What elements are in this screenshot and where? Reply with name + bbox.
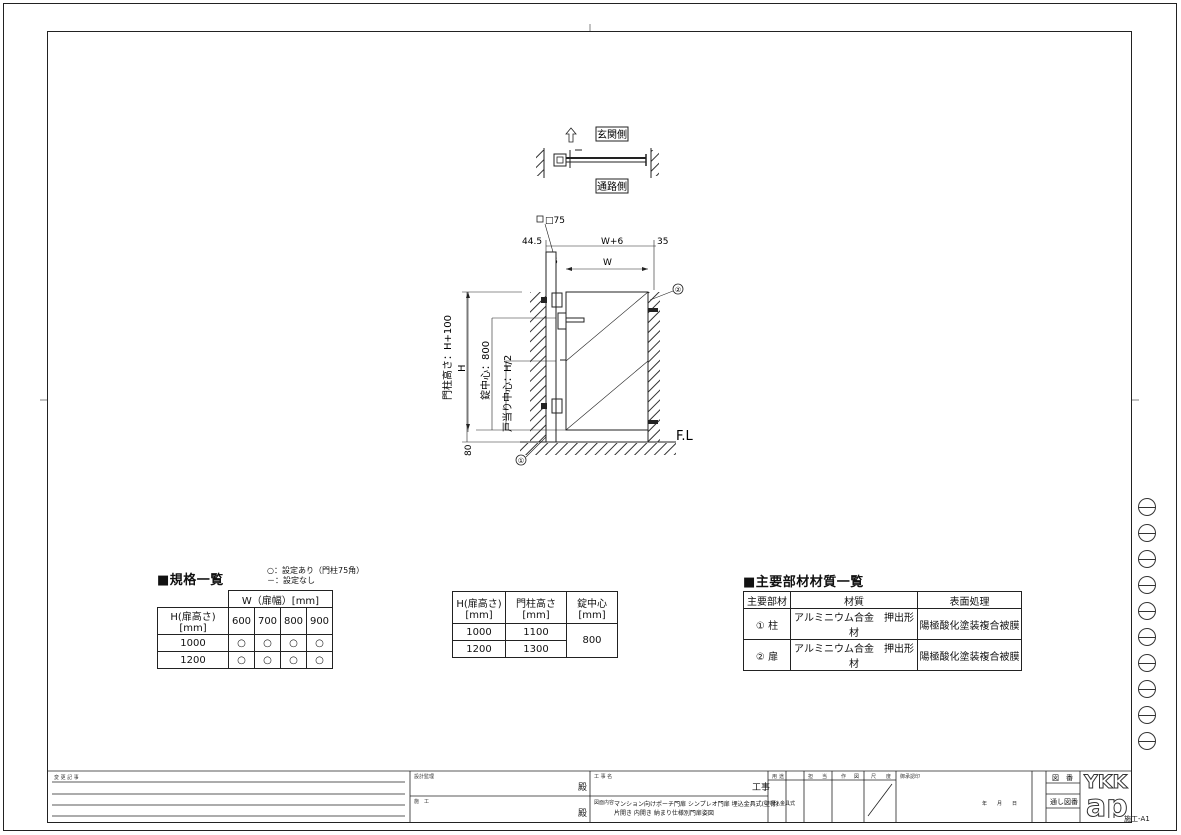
date-label: 年 月 日 (982, 801, 1018, 807)
dim-left: 44.5 (522, 237, 542, 247)
height-lock-cell: 800 (566, 623, 618, 658)
spec-h-cell: 1200 (157, 651, 229, 669)
drawing-content-2: 片開き 内開き 納まり仕様別門扉姿図 (614, 810, 714, 817)
approval-stamp-label: 御承認印 (900, 774, 921, 780)
spec-mark: ○ (280, 651, 307, 669)
type-label: 埋込金具式 (770, 801, 796, 807)
table-row: ① 柱 アルミニウム合金 押出形材 陽極酸化塗装複合被膜 (743, 608, 1022, 640)
spec-table-title: ■規格一覧 (157, 573, 224, 588)
height-h-cell: 1200 (452, 640, 506, 658)
material-table: 主要部材 材質 表面処理 ① 柱 アルミニウム合金 押出形材 陽極酸化塗装複合被… (743, 591, 1022, 671)
post-size-label: □75 (545, 216, 565, 226)
stamp-col-label: 度 (886, 774, 892, 780)
table-row: ② 扉 アルミニウム合金 押出形材 陽極酸化塗装複合被膜 (743, 639, 1022, 671)
callout-2: ② (675, 286, 681, 294)
stamp-col-label: 用 (772, 774, 778, 780)
bottom-dim-label: 80 (464, 444, 474, 456)
stamp-col-label: 途 (779, 774, 785, 780)
inner-frame (47, 31, 1132, 823)
height-post-cell: 1300 (505, 640, 567, 658)
stamp-col-label: 尺 (871, 774, 877, 780)
arrow-up-icon (565, 127, 577, 143)
change-record-label: 変 更 記 事 (54, 775, 79, 781)
material-material-cell: アルミニウム合金 押出形材 (790, 639, 918, 671)
table-row: 1000 1100 800 (452, 623, 618, 658)
entrance-side-label: 玄関側 (597, 128, 627, 141)
logo-ap: ap (1086, 789, 1128, 818)
drawing-number: 施工-A1 (1124, 815, 1150, 823)
dim-total: W+6 (601, 237, 623, 247)
drawing-number-label: 図 番 (1052, 774, 1073, 782)
stamp-col-label: 担 (808, 774, 814, 780)
table-row: 1000 ○ ○ ○ ○ (157, 634, 333, 652)
material-finish-cell: 陽極酸化塗装複合被膜 (917, 608, 1022, 640)
outer-frame (3, 3, 1177, 831)
serial-number-label: 通し図番 (1050, 798, 1078, 806)
table-row: 1200 ○ ○ ○ ○ (157, 651, 333, 669)
material-table-title: ■主要部材材質一覧 (743, 575, 864, 590)
logo-ykk: YKK (1083, 771, 1128, 793)
stamp-col-label: 当 (822, 774, 828, 780)
height-table: H(扉高さ) [mm] 門柱高さ [mm] 錠中心 [mm] 1000 1100… (452, 591, 618, 658)
design-supervision-label: 設計監理 (414, 774, 435, 780)
floor-line-label: F.L (676, 429, 694, 444)
material-part-cell: ② 扉 (743, 639, 791, 671)
spec-mark: ○ (306, 651, 333, 669)
callout-1: ① (518, 457, 524, 465)
project-name-label: 工 事 名 (594, 774, 613, 780)
height-col-lock: 錠中心 [mm] (566, 591, 618, 624)
post-height-label: 門柱高さ：H+100 (441, 315, 454, 400)
height-label: H (457, 364, 468, 372)
spec-legend: ○：設定あり（門柱75角） －：設定なし (267, 566, 364, 586)
plan-view (536, 127, 659, 178)
drawing-content-label: 図面内容 (594, 800, 615, 806)
lock-center-label: 錠中心：800 (479, 341, 492, 400)
table-row: 1200 1300 (452, 640, 618, 658)
dim-right: 35 (657, 237, 668, 247)
stamp-col-label: 図 (854, 774, 860, 780)
spec-legend-available: ○：設定あり（門柱75角） (267, 566, 365, 575)
drawing-content-1: マンション向けポーチ門扉 シンプレオ門扉 埋込金具式(壁付) (614, 801, 779, 808)
elevation-view: □75 44.5 W+6 35 6 W (441, 215, 694, 466)
spec-table: W（扉幅）[mm] H(扉高さ)[mm] 600 700 800 900 100… (157, 590, 333, 669)
material-finish-cell: 陽極酸化塗装複合被膜 (917, 639, 1022, 671)
stop-center-label: 戸当り中心：H/2 (501, 355, 514, 432)
dim-width: W (603, 258, 612, 268)
street-side-label: 通路側 (597, 180, 627, 193)
project-suffix: 工事 (752, 783, 771, 793)
spec-legend-unavailable: －：設定なし (267, 576, 315, 585)
honorific-2: 殿 (578, 809, 588, 819)
ykk-ap-logo: YKK ap (1083, 771, 1129, 819)
construction-label: 施 工 (414, 799, 430, 805)
honorific-1: 殿 (578, 783, 588, 793)
stamp-col-label: 作 (841, 774, 847, 780)
